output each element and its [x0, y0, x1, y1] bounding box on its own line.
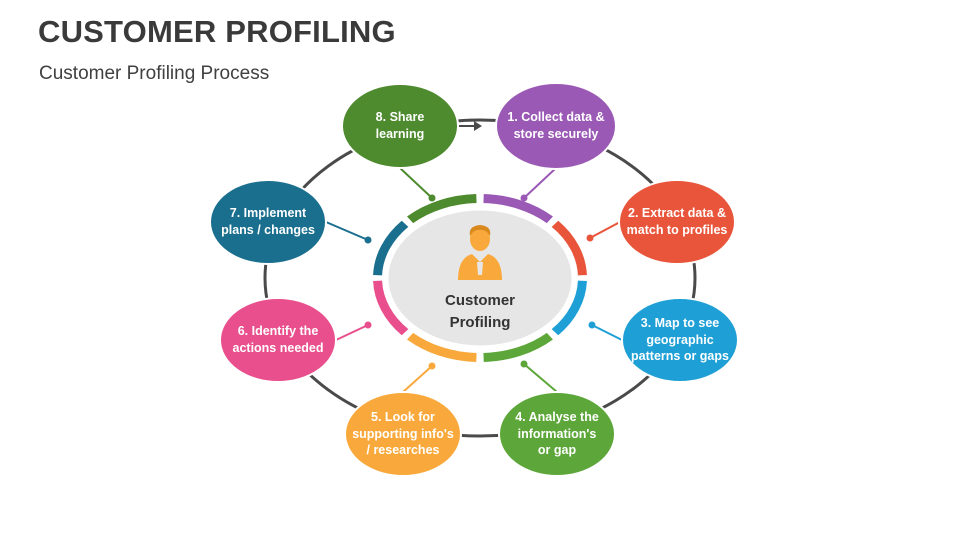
connector-line-8	[399, 167, 433, 199]
step-node-1	[495, 82, 617, 170]
step-node-4	[498, 391, 616, 477]
connectors	[325, 167, 623, 393]
connector-line-5	[402, 365, 433, 393]
center-segment-8	[407, 194, 477, 224]
center-segment-2	[551, 220, 587, 276]
connector-dot-2	[586, 234, 594, 242]
connector-line-6	[335, 324, 369, 341]
center-segment-ring	[373, 194, 587, 362]
center-segment-4	[483, 332, 553, 362]
center-segment-6	[373, 280, 409, 336]
connector-dot-4	[520, 360, 528, 368]
step-node-8	[341, 83, 459, 169]
connector-line-2	[589, 221, 621, 239]
connector-dot-1	[520, 194, 528, 202]
step-nodes	[209, 82, 739, 477]
connector-dot-8	[428, 194, 436, 202]
connector-dot-7	[364, 236, 372, 244]
connector-line-4	[523, 363, 558, 393]
connector-line-3	[591, 324, 623, 341]
page-subtitle: Customer Profiling Process	[39, 63, 270, 84]
center-segment-1	[483, 194, 553, 224]
outer-ring	[263, 118, 697, 438]
connector-line-7	[325, 221, 369, 241]
connector-dot-5	[428, 362, 436, 370]
center-segment-7	[373, 220, 409, 276]
center-segment-5	[407, 332, 477, 362]
customer-person-icon	[458, 225, 502, 280]
step-node-2	[618, 179, 736, 265]
page-title: CUSTOMER PROFILING	[38, 14, 396, 49]
connector-dot-6	[364, 321, 372, 329]
cycle-arrow	[458, 121, 482, 131]
center-segment-3	[551, 280, 587, 336]
step-node-3	[621, 297, 739, 383]
step-node-5	[344, 391, 462, 477]
step-node-6	[219, 297, 337, 383]
step-node-7	[209, 179, 327, 265]
center-label: Customer Profiling	[444, 292, 515, 331]
connector-dot-3	[588, 321, 596, 329]
connector-line-1	[523, 167, 557, 199]
